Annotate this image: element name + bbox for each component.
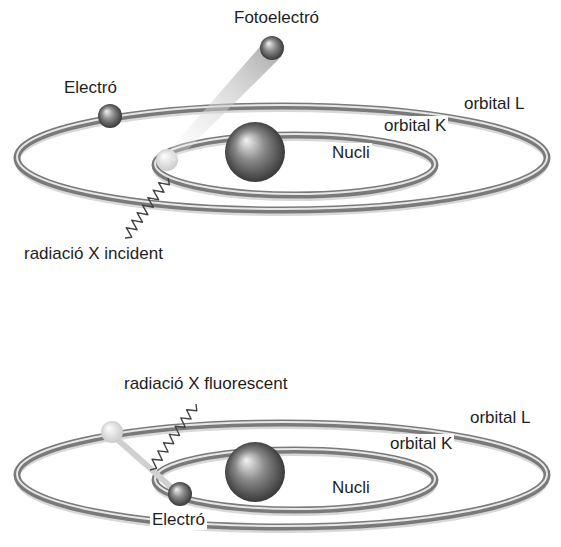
electron [98,104,122,128]
part-label: orbital K [382,116,448,136]
orbit-k-ring [155,134,435,199]
part-label: Electró [62,78,119,98]
incident-wave [125,178,169,238]
photoelectron [260,36,284,60]
part-label: orbital L [468,408,532,428]
fluorescent-wave [150,404,197,470]
orbit-l-ring [17,422,547,531]
part-label: radiació X fluorescent [122,374,289,394]
part-label: Nucli [330,143,372,163]
electron [168,482,192,506]
photoelectron-trail [166,42,282,163]
part-label: Fotoelectró [232,8,321,28]
orbit-k-ring [155,449,435,514]
orbit-l-ring [17,105,547,214]
part-label: radiació X incident [22,244,165,264]
nucleus [225,442,285,502]
transition-trail [118,440,172,488]
vacancy [101,421,123,443]
part-label: orbital K [388,434,454,454]
part-label: orbital L [462,94,526,114]
nucleus [225,122,285,182]
part-label: Electró [150,510,207,530]
part-label: Nucli [330,478,372,498]
